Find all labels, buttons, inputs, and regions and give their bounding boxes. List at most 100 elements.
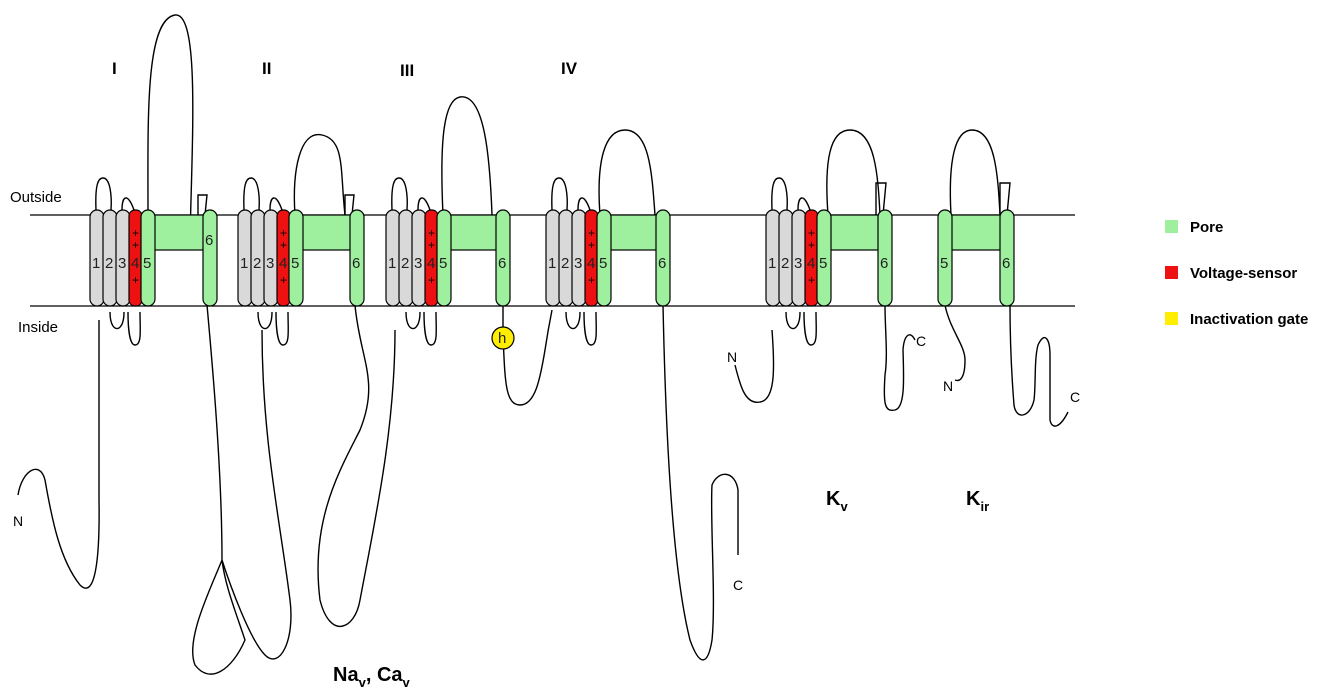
kir-n-terminus <box>944 304 966 382</box>
kir-label-sub: ir <box>980 499 989 514</box>
domain-iii-pore-loop <box>441 96 493 216</box>
d2-loop-s4s5 <box>275 311 289 346</box>
d2-s6-turret <box>344 194 355 216</box>
kv-pore-loop <box>826 129 881 216</box>
d2-loop-s2s3 <box>257 311 273 330</box>
d2-s6-number: 6 <box>352 255 360 272</box>
d4-s5-number: 5 <box>599 255 607 272</box>
domain-label-iii: III <box>400 61 414 80</box>
kv-label: Kv <box>826 488 848 514</box>
d1-loop-s4s5 <box>127 311 141 346</box>
d3-loop-s4s5 <box>423 311 437 346</box>
d3-s5-helix <box>436 209 452 307</box>
domain-label-ii: II <box>262 59 271 78</box>
d2-charge-3: + <box>280 273 287 287</box>
linker-i-ii <box>192 304 292 675</box>
d4-s6-number: 6 <box>658 255 666 272</box>
d4-loop-s2s3 <box>565 311 581 330</box>
d3-pore-bridge <box>443 214 500 251</box>
nav-label-sub: v <box>359 675 367 690</box>
d4-s3-number: 3 <box>574 255 582 272</box>
d3-loop-s2s3 <box>405 311 421 330</box>
domain-i: 1 2 3 4 5 6 + + + <box>89 177 218 346</box>
kv-s1-number: 1 <box>768 255 776 272</box>
d1-pore-bridge <box>147 214 206 251</box>
d1-s6-number: 6 <box>205 232 213 249</box>
kv-label-main: K <box>826 488 841 510</box>
d2-s6-helix <box>349 209 365 307</box>
d1-s4-number: 4 <box>131 255 139 272</box>
d4-s2-number: 2 <box>561 255 569 272</box>
d3-s3-number: 3 <box>414 255 422 272</box>
d4-charge-2: + <box>588 238 595 252</box>
d2-s4-number: 4 <box>279 255 287 272</box>
nav-c-terminus <box>662 304 739 661</box>
d2-s5-number: 5 <box>291 255 299 272</box>
d4-loop-s3s4 <box>577 197 591 211</box>
kir-c-terminus-label: C <box>1070 389 1080 405</box>
d3-s2-number: 2 <box>401 255 409 272</box>
domain-iv: 1 2 3 4 5 6 + + + <box>545 177 671 346</box>
kv-s6-number: 6 <box>880 255 888 272</box>
kv-channel: 1 2 3 4 5 6 + + + <box>765 177 893 346</box>
kv-s6-helix <box>877 209 893 307</box>
kir-channel: 5 6 <box>937 182 1015 307</box>
inactivation-gate-circle <box>491 326 515 350</box>
linker-iii-iv <box>502 305 553 406</box>
d3-loop-s1s2 <box>391 177 408 211</box>
d2-charge-2: + <box>280 238 287 252</box>
d4-s1-number: 1 <box>548 255 556 272</box>
nav-c-terminus-label: C <box>733 577 743 593</box>
nav-n-terminus <box>17 320 100 589</box>
d1-loop-s1s2 <box>95 177 112 211</box>
d1-s3-number: 3 <box>118 255 126 272</box>
d4-loop-s4s5 <box>583 311 597 346</box>
d4-loop-s1s2 <box>551 177 568 211</box>
kv-pore-bridge <box>827 214 885 251</box>
d4-s5-helix <box>596 209 612 307</box>
d1-s6-turret <box>197 194 208 216</box>
kv-charge-1: + <box>808 226 815 240</box>
linker-ii-iii <box>317 304 396 627</box>
d1-loop-s3s4 <box>121 197 135 211</box>
d1-s6-helix <box>202 209 218 307</box>
d2-s2-number: 2 <box>253 255 261 272</box>
domain-label-iv: IV <box>561 59 578 78</box>
d4-charge-3: + <box>588 273 595 287</box>
kv-charge-2: + <box>808 238 815 252</box>
domain-iii: 1 2 3 4 5 6 + + + <box>385 177 511 346</box>
nav-label-na: Na <box>333 664 359 686</box>
d2-s1-number: 1 <box>240 255 248 272</box>
kir-label-main: K <box>966 488 981 510</box>
kir-pore-loop <box>949 129 1001 216</box>
d3-charge-1: + <box>428 226 435 240</box>
kv-n-terminus <box>734 329 775 403</box>
kir-n-terminus-label: N <box>943 378 953 394</box>
d1-s5-helix <box>140 209 156 307</box>
kv-s5-helix <box>816 209 832 307</box>
d4-s4-number: 4 <box>587 255 595 272</box>
kv-loop-s3s4 <box>797 197 811 211</box>
d1-s5-number: 5 <box>143 255 151 272</box>
d2-charge-1: + <box>280 226 287 240</box>
legend-swatch-pore <box>1165 220 1178 233</box>
inside-label: Inside <box>18 319 58 336</box>
kv-s5-number: 5 <box>819 255 827 272</box>
d3-loop-s3s4 <box>417 197 431 211</box>
cav-label-sub: v <box>403 675 411 690</box>
d3-s6-number: 6 <box>498 255 506 272</box>
kv-s6-turret <box>875 182 887 216</box>
kv-label-sub: v <box>840 499 848 514</box>
kv-s3-number: 3 <box>794 255 802 272</box>
domain-label-i: I <box>112 59 117 78</box>
kv-charge-3: + <box>808 273 815 287</box>
kir-m1-number: 5 <box>940 255 948 272</box>
d3-s1-number: 1 <box>388 255 396 272</box>
kv-c-terminus-label: C <box>916 333 926 349</box>
cav-label-ca: Ca <box>377 664 403 686</box>
d3-charge-2: + <box>428 238 435 252</box>
d2-s5-helix <box>288 209 304 307</box>
legend-label-voltage-sensor: Voltage-sensor <box>1190 265 1297 282</box>
domain-ii-pore-loop <box>293 134 346 216</box>
